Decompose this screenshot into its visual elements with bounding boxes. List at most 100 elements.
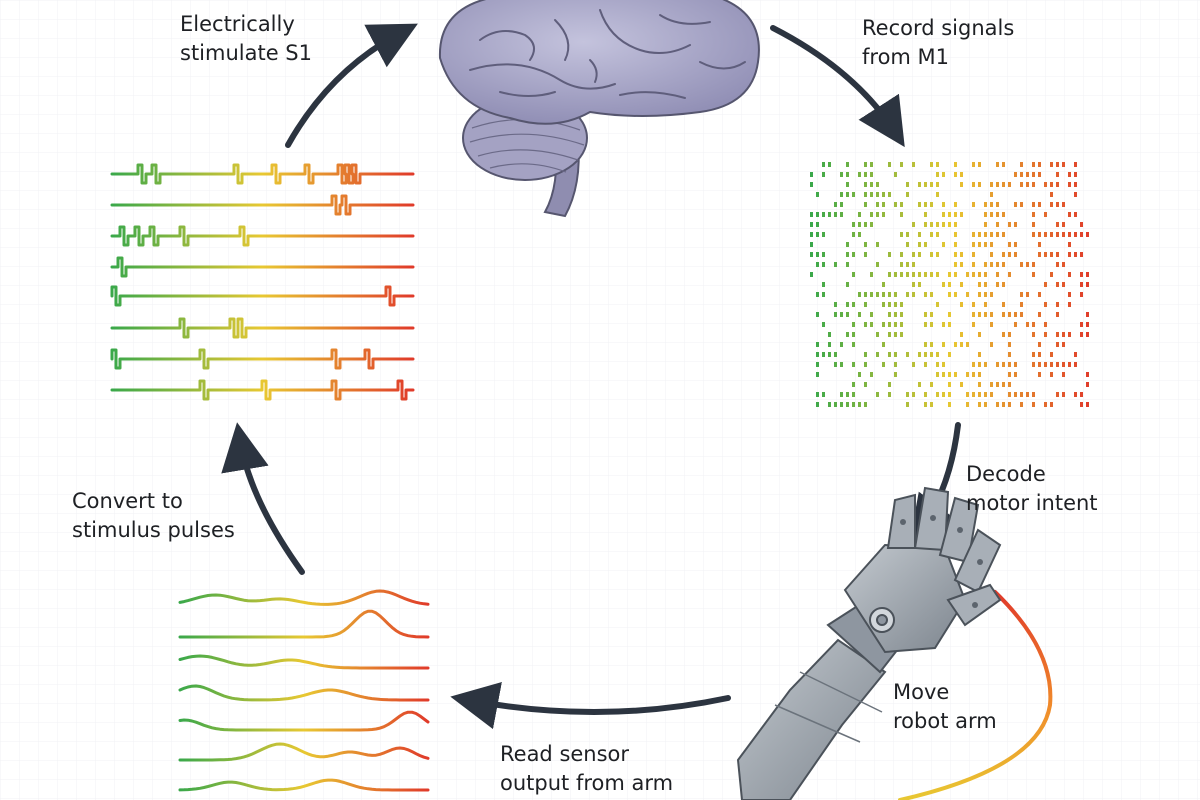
spike-tick xyxy=(852,222,855,227)
spike-tick xyxy=(840,362,843,367)
spike-tick xyxy=(990,252,993,257)
spike-tick xyxy=(1044,212,1047,217)
spike-tick xyxy=(1056,362,1059,367)
spike-tick xyxy=(858,402,861,407)
spike-tick xyxy=(1050,402,1053,407)
spike-tick xyxy=(834,262,837,267)
spike-tick xyxy=(828,212,831,217)
spike-tick xyxy=(978,362,981,367)
spike-tick xyxy=(1080,402,1083,407)
spike-tick xyxy=(1038,352,1041,357)
spike-tick xyxy=(906,192,909,197)
spike-tick xyxy=(876,212,879,217)
spike-tick xyxy=(870,292,873,297)
spike-tick xyxy=(948,212,951,217)
spike-tick xyxy=(912,222,915,227)
spike-tick xyxy=(1044,252,1047,257)
spike-tick xyxy=(912,292,915,297)
spike-tick xyxy=(990,292,993,297)
spike-tick xyxy=(846,312,849,317)
spike-tick xyxy=(942,392,945,397)
spike-tick xyxy=(1062,262,1065,267)
spike-tick xyxy=(1062,392,1065,397)
spike-tick xyxy=(924,312,927,317)
label-line: from M1 xyxy=(862,45,950,69)
spike-tick xyxy=(1032,332,1035,337)
spike-tick xyxy=(1020,262,1023,267)
spike-tick xyxy=(1038,162,1041,167)
spike-tick xyxy=(882,342,885,347)
spike-tick xyxy=(846,242,849,247)
spike-tick xyxy=(846,262,849,267)
spike-tick xyxy=(1074,392,1077,397)
spike-tick xyxy=(996,212,999,217)
spike-tick xyxy=(876,352,879,357)
spike-tick xyxy=(888,392,891,397)
spike-tick xyxy=(900,212,903,217)
spike-tick xyxy=(972,242,975,247)
spike-tick xyxy=(924,212,927,217)
spike-tick xyxy=(858,312,861,317)
spike-tick xyxy=(918,242,921,247)
pulse-trace xyxy=(110,163,415,185)
spike-tick xyxy=(822,292,825,297)
spike-tick xyxy=(900,232,903,237)
spike-tick xyxy=(984,392,987,397)
spike-tick xyxy=(984,312,987,317)
spike-tick xyxy=(1050,352,1053,357)
spike-tick xyxy=(1050,252,1053,257)
spike-tick xyxy=(1002,282,1005,287)
spike-tick xyxy=(1008,342,1011,347)
spike-tick xyxy=(858,172,861,177)
spike-tick xyxy=(906,392,909,397)
spike-tick xyxy=(1044,332,1047,337)
spike-tick xyxy=(972,322,975,327)
spike-tick xyxy=(894,332,897,337)
spike-tick xyxy=(1038,362,1041,367)
spike-tick xyxy=(870,172,873,177)
spike-tick xyxy=(906,352,909,357)
spike-tick xyxy=(828,402,831,407)
spike-tick xyxy=(900,322,903,327)
spike-tick xyxy=(984,282,987,287)
spike-tick xyxy=(1008,312,1011,317)
spike-tick xyxy=(1008,372,1011,377)
spike-tick xyxy=(864,362,867,367)
spike-tick xyxy=(990,312,993,317)
spike-tick xyxy=(1056,302,1059,307)
spike-tick xyxy=(1002,382,1005,387)
spike-tick xyxy=(816,312,819,317)
spike-tick xyxy=(954,272,957,277)
spike-tick xyxy=(996,262,999,267)
spike-tick xyxy=(1002,362,1005,367)
spike-tick xyxy=(1032,172,1035,177)
spike-tick xyxy=(816,362,819,367)
spike-tick xyxy=(1050,182,1053,187)
spike-tick xyxy=(960,332,963,337)
spike-tick xyxy=(876,192,879,197)
spike-tick xyxy=(1086,312,1089,317)
spike-tick xyxy=(978,292,981,297)
spike-tick xyxy=(1020,172,1023,177)
spike-tick xyxy=(918,272,921,277)
label-line: stimulate S1 xyxy=(180,41,312,65)
spike-tick xyxy=(1068,252,1071,257)
spike-tick xyxy=(1044,232,1047,237)
spike-tick xyxy=(852,192,855,197)
spike-tick xyxy=(954,232,957,237)
spike-tick xyxy=(942,322,945,327)
spike-tick xyxy=(1056,252,1059,257)
spike-tick xyxy=(978,352,981,357)
spike-tick xyxy=(948,322,951,327)
spike-tick xyxy=(810,222,813,227)
spike-tick xyxy=(918,352,921,357)
spike-tick xyxy=(930,352,933,357)
spike-tick xyxy=(822,352,825,357)
spike-tick xyxy=(990,262,993,267)
spike-tick xyxy=(852,402,855,407)
spike-tick xyxy=(852,392,855,397)
spike-tick xyxy=(834,402,837,407)
spike-tick xyxy=(990,242,993,247)
